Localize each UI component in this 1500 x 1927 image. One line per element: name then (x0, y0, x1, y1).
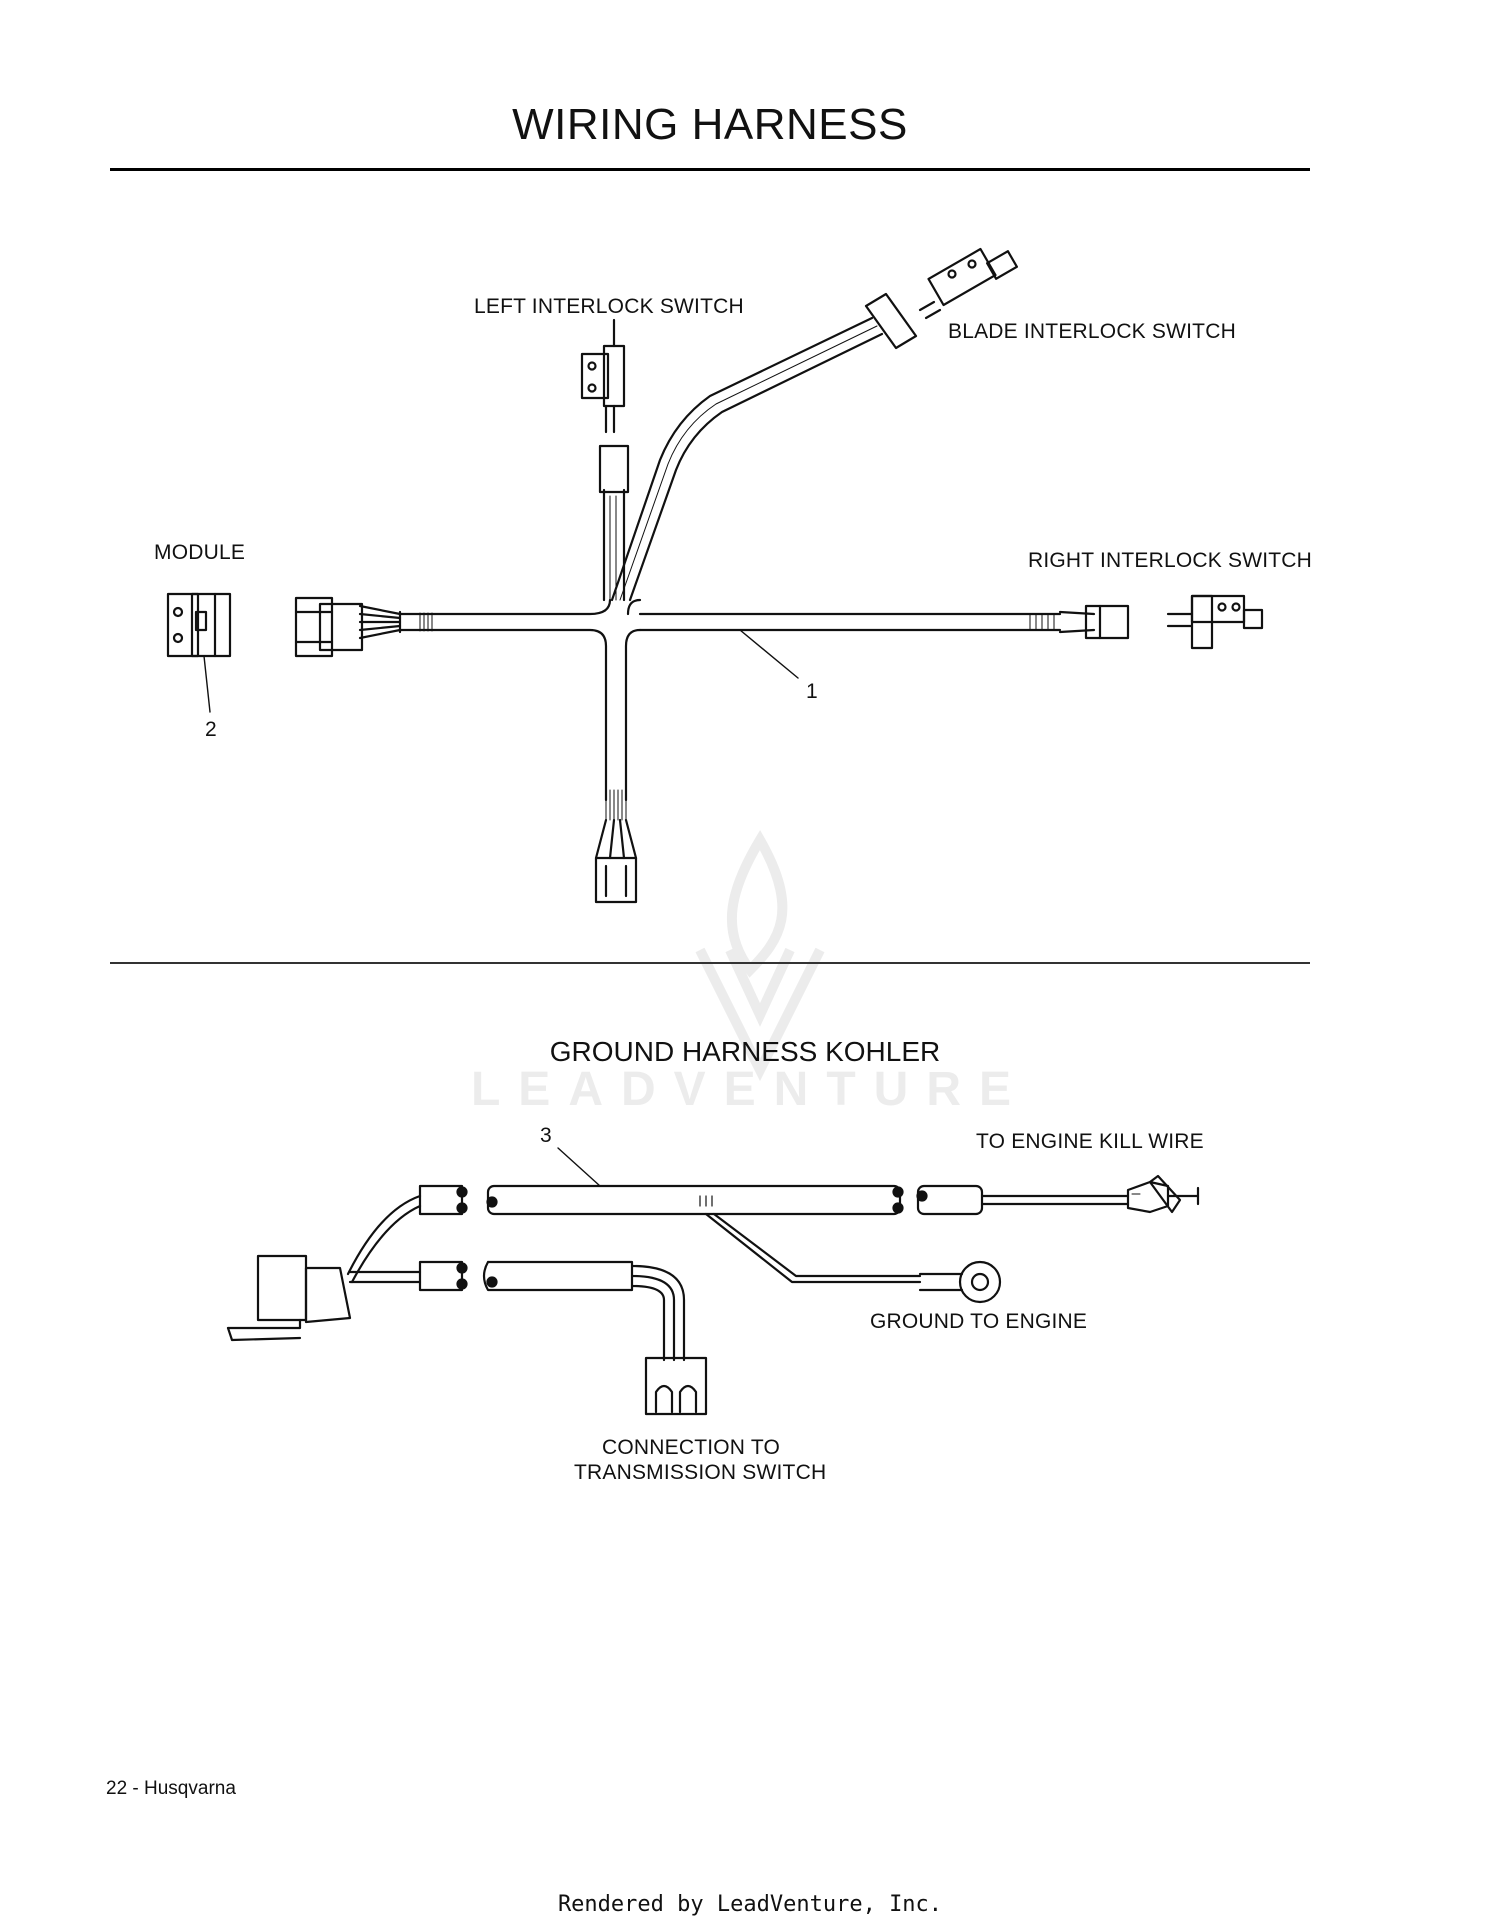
left-interlock-branch (598, 444, 630, 602)
harness-module-connector (294, 596, 364, 658)
module-label: MODULE (154, 541, 246, 564)
watermark-text: LEADVENTURE (470, 1063, 1030, 1116)
module-connector (166, 592, 232, 658)
render-credit: Rendered by LeadVenture, Inc. (557, 1892, 943, 1917)
harness-main-trunk (398, 598, 1062, 802)
transmission-connector (644, 1356, 708, 1416)
blade-interlock-branch (610, 292, 918, 602)
upper-sleeve-right (916, 1184, 984, 1216)
right-interlock-branch (1029, 604, 1130, 640)
engine-kill-terminal (1126, 1174, 1200, 1214)
lower-main-sleeve (482, 1260, 686, 1362)
blade-interlock-switch (918, 247, 1018, 320)
page-number: 22 - Husqvarna (106, 1778, 236, 1799)
leadventure-watermark-logo (695, 830, 825, 1082)
left-interlock-switch (580, 318, 626, 434)
right-interlock-switch (1166, 594, 1264, 650)
ground-to-engine-label: GROUND TO ENGINE (870, 1310, 1088, 1333)
blade-interlock-switch-label: BLADE INTERLOCK SWITCH (948, 320, 1236, 343)
upper-wire-curve (346, 1194, 422, 1276)
lower-sleeve-left (418, 1260, 464, 1292)
upper-main-sleeve (486, 1184, 904, 1216)
ref-number-2: 2 (205, 718, 217, 741)
transmission-label-line1: CONNECTION TO (602, 1436, 781, 1459)
page-title: WIRING HARNESS (512, 100, 908, 149)
ref-number-1: 1 (806, 680, 818, 703)
section-divider (110, 962, 1310, 964)
left-interlock-switch-label: LEFT INTERLOCK SWITCH (474, 295, 744, 318)
title-rule (110, 168, 1310, 171)
right-interlock-switch-label: RIGHT INTERLOCK SWITCH (1028, 549, 1313, 572)
wiring-harness-diagram (166, 247, 1264, 904)
ground-harness-title: GROUND HARNESS KOHLER (549, 1036, 941, 1067)
upper-sleeve-left (418, 1184, 464, 1216)
bottom-branch-connector (594, 789, 638, 904)
engine-kill-wire-label: TO ENGINE KILL WIRE (976, 1130, 1204, 1153)
module-side-wires (358, 604, 433, 640)
ground-to-engine-wire (704, 1212, 922, 1284)
transmission-label-line2: TRANSMISSION SWITCH (574, 1461, 827, 1484)
ground-mount-block (226, 1254, 352, 1342)
ref-number-3: 3 (540, 1124, 552, 1147)
ring-terminal (918, 1260, 1002, 1304)
